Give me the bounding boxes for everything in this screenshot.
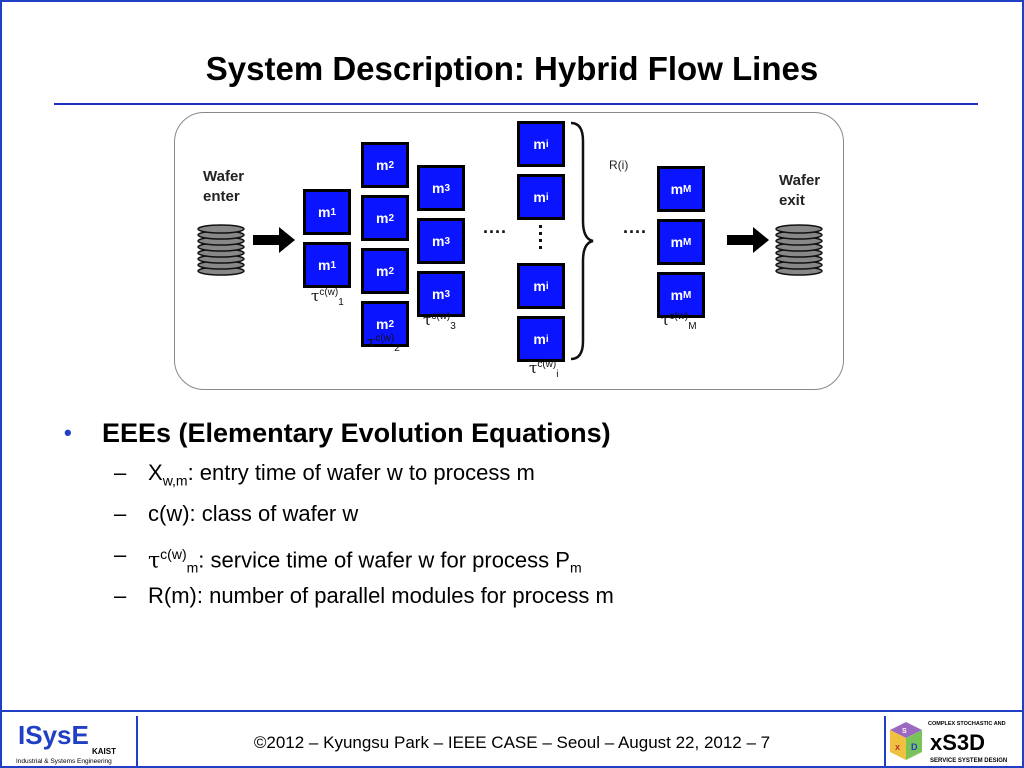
wafer-exit-label: Wafer exit bbox=[779, 171, 820, 211]
svg-text:x: x bbox=[895, 742, 900, 752]
wafer-enter-label: Wafer enter bbox=[203, 167, 244, 207]
wafer-exit-line2: exit bbox=[779, 192, 805, 209]
arrow-right-icon bbox=[727, 227, 769, 253]
bullet-main: • EEEs (Elementary Evolution Equations) bbox=[64, 414, 964, 452]
svg-text:KAIST: KAIST bbox=[92, 747, 116, 756]
dash: – bbox=[114, 501, 127, 526]
slide-title: System Description: Hybrid Flow Lines bbox=[205, 50, 819, 87]
wafer-enter-line1: Wafer bbox=[203, 168, 245, 185]
svg-text:SERVICE SYSTEM DESIGN: SERVICE SYSTEM DESIGN bbox=[930, 758, 1007, 764]
xs3d-logo: S x D COMPLEX STOCHASTIC AND xS3D SERVIC… bbox=[884, 716, 1022, 766]
svg-text:ISysE: ISysE bbox=[18, 720, 89, 750]
title-underline bbox=[54, 103, 978, 105]
ellipsis-horizontal: .... bbox=[483, 217, 508, 237]
tau-stage-M: τc(w)M bbox=[661, 311, 697, 332]
dash: – bbox=[114, 460, 127, 485]
right-brace-icon bbox=[570, 121, 594, 361]
arrow-right-icon bbox=[253, 227, 295, 253]
bullet-list: • EEEs (Elementary Evolution Equations) … bbox=[64, 414, 964, 616]
svg-text:S: S bbox=[902, 728, 907, 735]
bullet-dot-icon: • bbox=[64, 420, 72, 445]
wafer-stack-exit-icon bbox=[775, 224, 823, 276]
dash: – bbox=[114, 542, 127, 567]
bullet-item: – c(w): class of wafer w bbox=[64, 493, 964, 534]
tau-stage-1: τc(w)1 bbox=[311, 287, 344, 308]
wafer-exit-line1: Wafer bbox=[779, 172, 821, 189]
footer-text: ©2012 – Kyungsu Park – IEEE CASE – Seoul… bbox=[253, 733, 771, 752]
dash: – bbox=[114, 583, 127, 608]
footer: ISysE KAIST Industrial & Systems Enginee… bbox=[2, 710, 1022, 766]
ellipsis-vertical-icon bbox=[539, 225, 542, 249]
bullet-main-text: EEEs (Elementary Evolution Equations) bbox=[102, 418, 611, 448]
isyse-logo: ISysE KAIST Industrial & Systems Enginee… bbox=[10, 716, 138, 766]
svg-text:Industrial & Systems Engineeri: Industrial & Systems Engineering bbox=[16, 758, 112, 765]
tau-stage-2: τc(w)2 bbox=[367, 333, 400, 354]
isyse-logo-icon: ISysE KAIST Industrial & Systems Enginee… bbox=[16, 720, 116, 765]
bullet-item: – R(m): number of parallel modules for p… bbox=[64, 575, 964, 616]
bullet-item: – τc(w)m: service time of wafer w for pr… bbox=[64, 534, 964, 576]
tau-stage-i: τc(w)i bbox=[529, 359, 559, 380]
wafer-stack-enter-icon bbox=[197, 224, 245, 276]
ellipsis-horizontal: .... bbox=[623, 217, 648, 237]
wafer-enter-line2: enter bbox=[203, 188, 240, 205]
xs3d-logo-icon: S x D COMPLEX STOCHASTIC AND xS3D SERVIC… bbox=[890, 721, 1007, 764]
bracket-label: R(i) bbox=[609, 158, 629, 172]
svg-text:xS3D: xS3D bbox=[930, 730, 985, 755]
bullet-item: – Xw,m: entry time of wafer w to process… bbox=[64, 452, 964, 493]
svg-text:COMPLEX STOCHASTIC AND: COMPLEX STOCHASTIC AND bbox=[928, 721, 1006, 727]
svg-text:D: D bbox=[911, 742, 918, 752]
tau-stage-3: τc(w)3 bbox=[423, 311, 456, 332]
